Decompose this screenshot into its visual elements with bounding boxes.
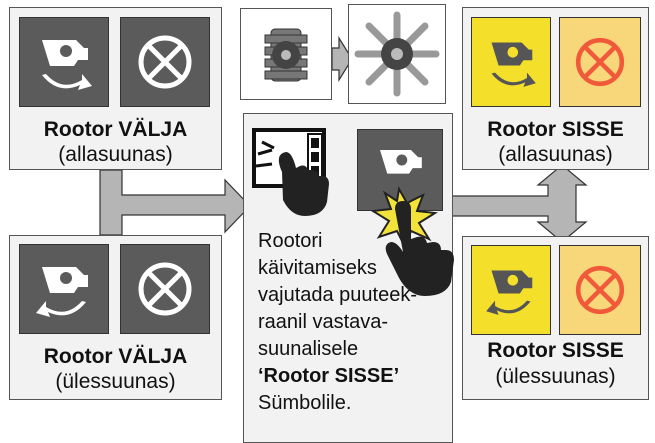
panel-title: Rootor SISSE	[487, 339, 624, 362]
instruction-line: raanil vastava-	[258, 311, 389, 333]
rotor-stop-tile	[120, 244, 210, 334]
rotor-crossed-circle-icon	[138, 35, 192, 89]
instruction-text: Rootori käivitamiseks vajutada puuteek- …	[258, 228, 448, 417]
panel-rotor-in-down: Rootor SISSE (allasuunas)	[462, 7, 649, 170]
panel-rotor-in-up: Rootor SISSE (ülessuunas)	[462, 236, 649, 400]
rotor-expanded-gear-icon	[354, 11, 440, 97]
panel-title: Rootor SISSE	[487, 118, 624, 141]
panel-subtitle: (allasuunas)	[58, 143, 173, 166]
panel-rotor-out-down: Rootor VÄLJA (allasuunas)	[9, 7, 222, 170]
panel-title: Rootor VÄLJA	[43, 118, 188, 141]
instruction-panel: Rootori käivitamiseks vajutada puuteek- …	[243, 113, 454, 443]
instruction-line: käivitamiseks	[258, 257, 377, 279]
touchscreen-tap-icon	[252, 128, 329, 216]
rotor-curved-arrow-icon	[36, 267, 88, 317]
rotor-expanded-box	[348, 4, 446, 104]
rotor-out-tile	[19, 244, 109, 334]
instruction-line: suunalisele	[258, 338, 359, 360]
rotor-curved-arrow-icon	[380, 150, 422, 174]
rotor-curved-arrow-icon	[486, 270, 533, 315]
instruction-bold: ‘Rootor SISSE’	[258, 365, 400, 387]
rotor-curved-arrow-icon	[491, 42, 536, 87]
instruction-line: vajutada puuteek-	[258, 284, 418, 306]
panel-title: Rootor VÄLJA	[43, 345, 188, 368]
rotor-in-tile	[471, 17, 551, 107]
panel-subtitle: (ülessuunas)	[55, 370, 176, 393]
rotor-crossed-circle-icon	[575, 37, 625, 87]
panel-subtitle: (ülessuunas)	[495, 365, 616, 388]
rotor-out-tile	[19, 17, 109, 107]
panel-rotor-out-up: Rootor VÄLJA (ülessuunas)	[9, 235, 222, 400]
pointing-hand-icon	[370, 186, 454, 296]
instruction-line: Sümbolile.	[258, 392, 352, 414]
rotor-crossed-circle-icon	[575, 265, 625, 315]
panel-subtitle: (allasuunas)	[498, 143, 613, 166]
rotor-in-tile	[471, 245, 551, 335]
rotor-collapsed-gear-icon	[264, 28, 308, 82]
rotor-crossed-circle-icon	[138, 262, 192, 316]
instruction-line: Rootori	[258, 230, 323, 252]
rotor-stop-tile	[120, 17, 210, 107]
rotor-stop-tile	[559, 245, 641, 335]
rotor-collapsed-box	[240, 8, 332, 100]
rotor-curved-arrow-icon	[42, 40, 92, 90]
rotor-stop-tile	[559, 17, 641, 107]
